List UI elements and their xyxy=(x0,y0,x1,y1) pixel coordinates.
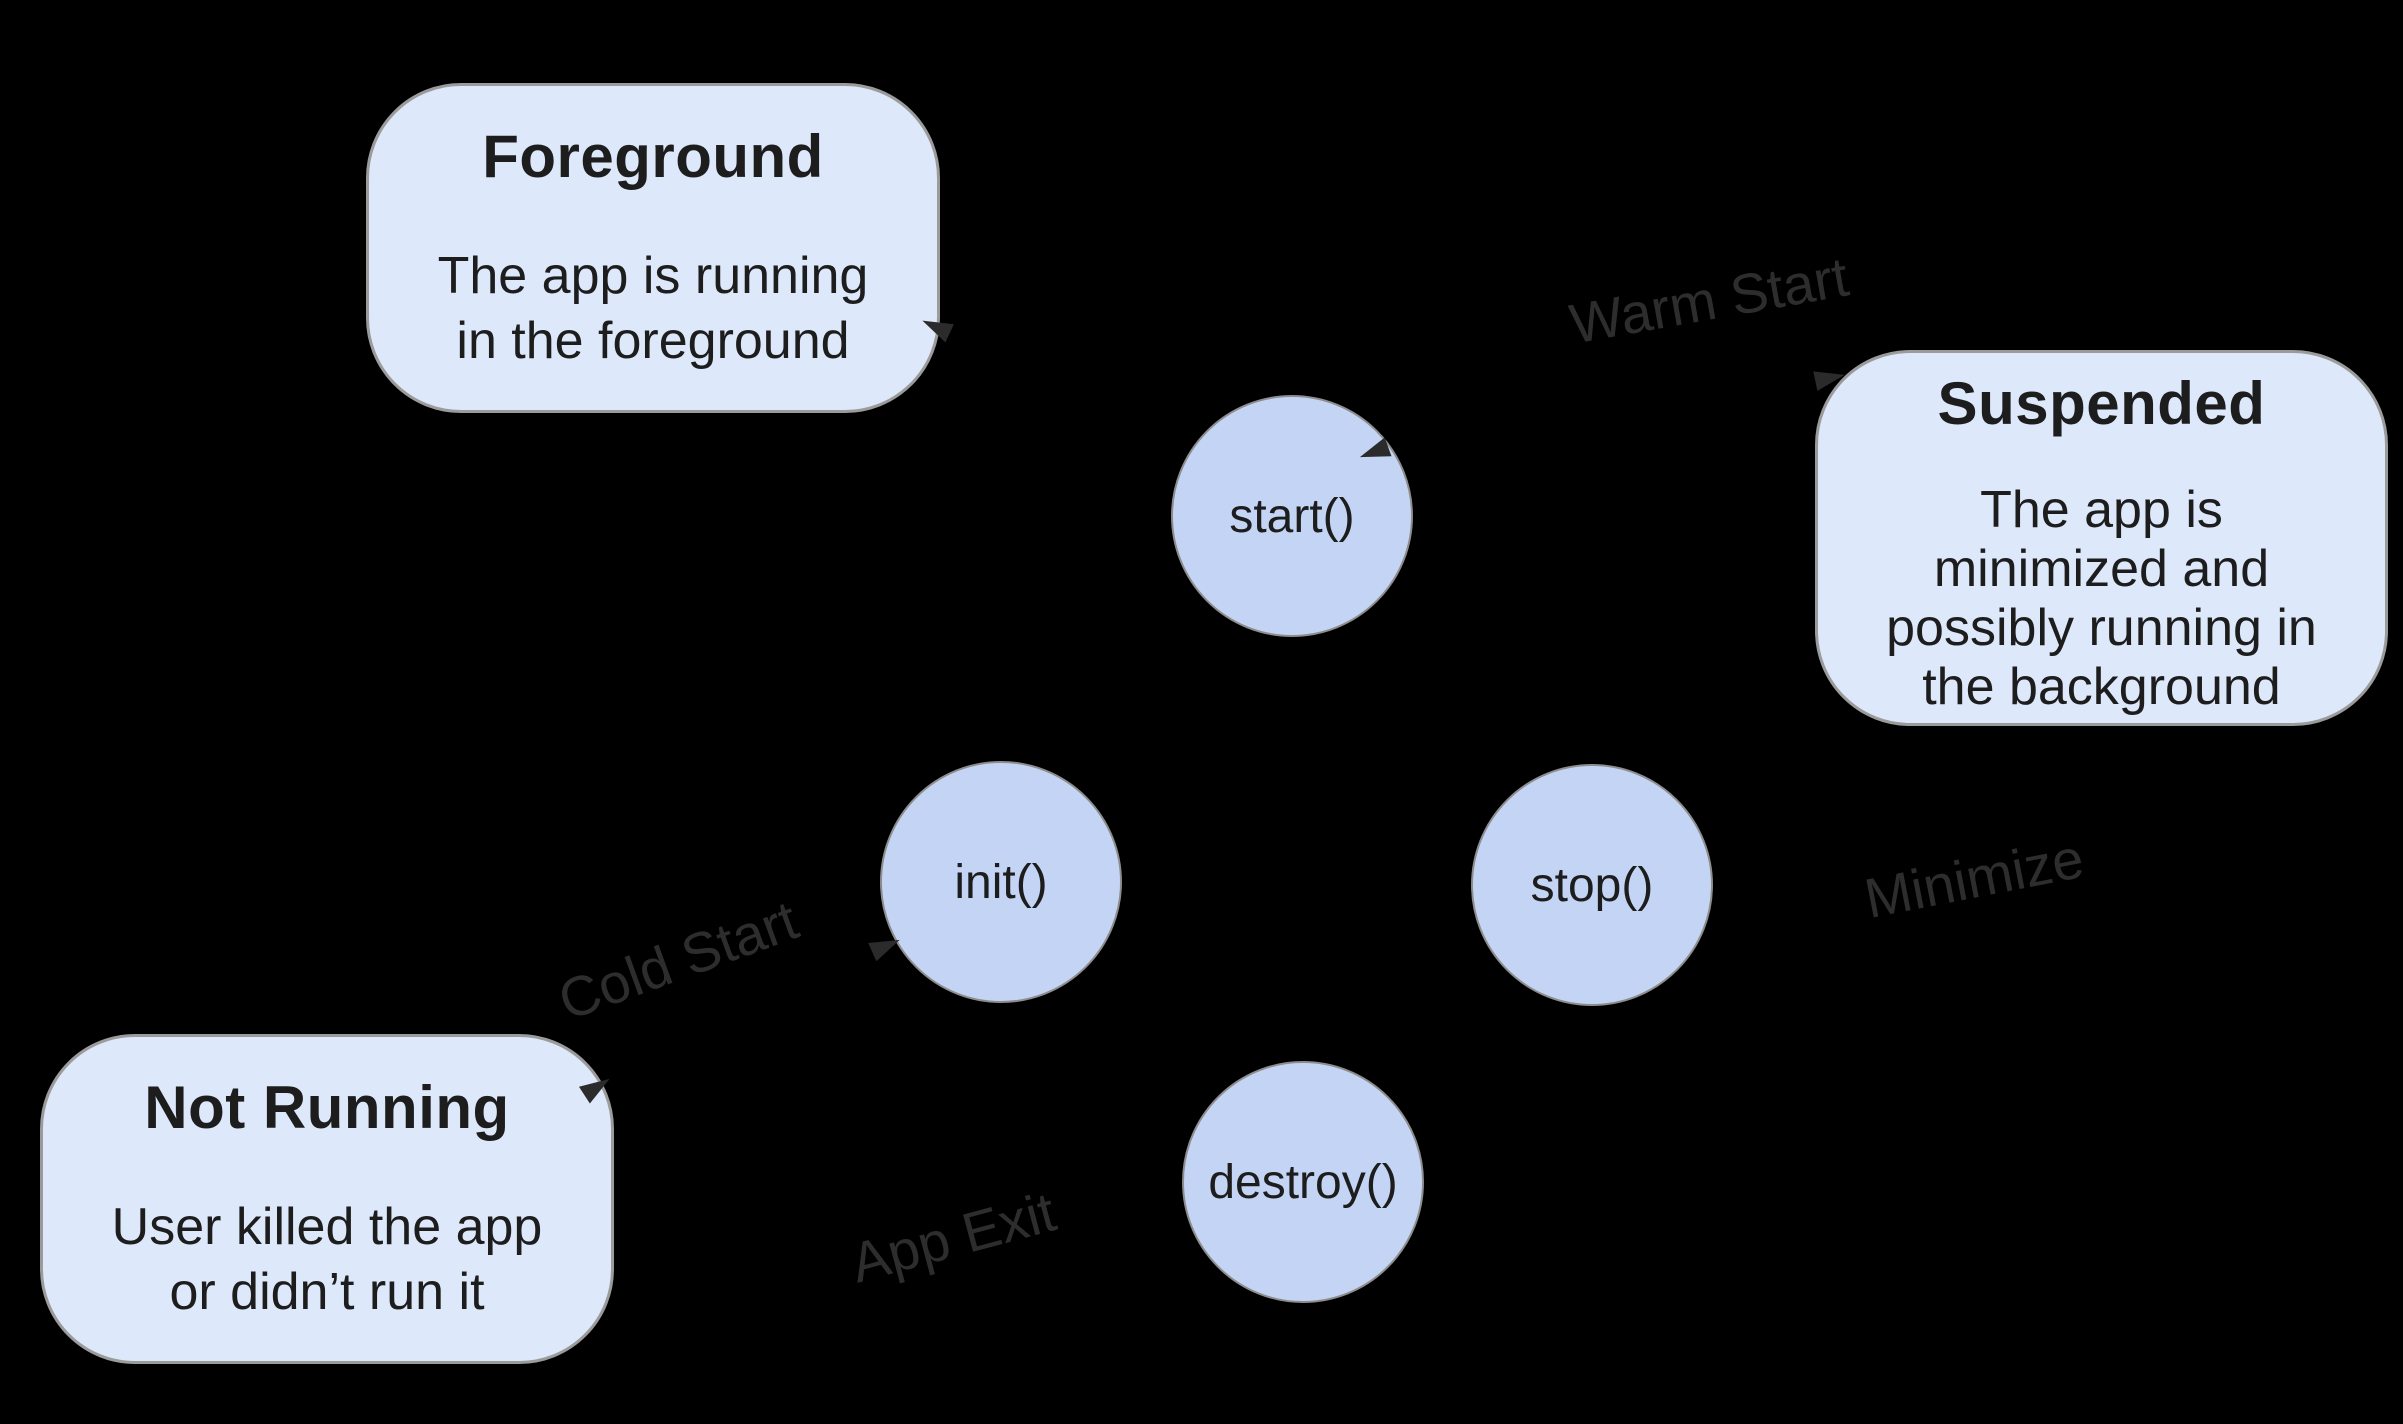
state-body-line: in the foreground xyxy=(456,312,850,370)
state-body-line: The app is xyxy=(1980,481,2223,539)
state-body-line: User killed the app xyxy=(111,1198,543,1256)
state-body-line: the background xyxy=(1922,658,2281,716)
state-body-not-running: User killed the app or didn’t run it xyxy=(112,1195,543,1325)
state-body-line: or didn’t run it xyxy=(169,1263,485,1321)
state-body-suspended: The app is minimized and possibly runnin… xyxy=(1886,481,2317,717)
edge-label-minimize: Minimize xyxy=(1859,826,2089,930)
lifecycle-circle-init: init() xyxy=(880,761,1122,1003)
state-body-line: possibly running in xyxy=(1886,599,2317,657)
state-body-line: The app is running xyxy=(437,247,869,305)
circle-label-destroy: destroy() xyxy=(1208,1155,1398,1209)
state-body-foreground: The app is running in the foreground xyxy=(438,244,869,374)
lifecycle-circle-stop: stop() xyxy=(1471,764,1713,1006)
lifecycle-circle-start: start() xyxy=(1171,395,1413,637)
edge-label-warm-start: Warm Start xyxy=(1565,244,1853,356)
circle-label-start: start() xyxy=(1229,489,1355,543)
state-title-suspended: Suspended xyxy=(1937,370,2266,437)
circle-label-init: init() xyxy=(954,855,1048,909)
state-box-foreground: Foreground The app is running in the for… xyxy=(366,83,940,413)
state-box-not-running: Not Running User killed the app or didn’… xyxy=(40,1034,614,1364)
edge-label-app-exit: App Exit xyxy=(844,1179,1062,1295)
edge-label-cold-start: Cold Start xyxy=(550,887,806,1033)
lifecycle-circle-destroy: destroy() xyxy=(1182,1061,1424,1303)
state-title-foreground: Foreground xyxy=(482,123,824,190)
state-body-line: minimized and xyxy=(1933,540,2270,598)
circle-label-stop: stop() xyxy=(1530,858,1654,912)
state-box-suspended: Suspended The app is minimized and possi… xyxy=(1815,350,2388,726)
state-title-not-running: Not Running xyxy=(144,1074,510,1141)
